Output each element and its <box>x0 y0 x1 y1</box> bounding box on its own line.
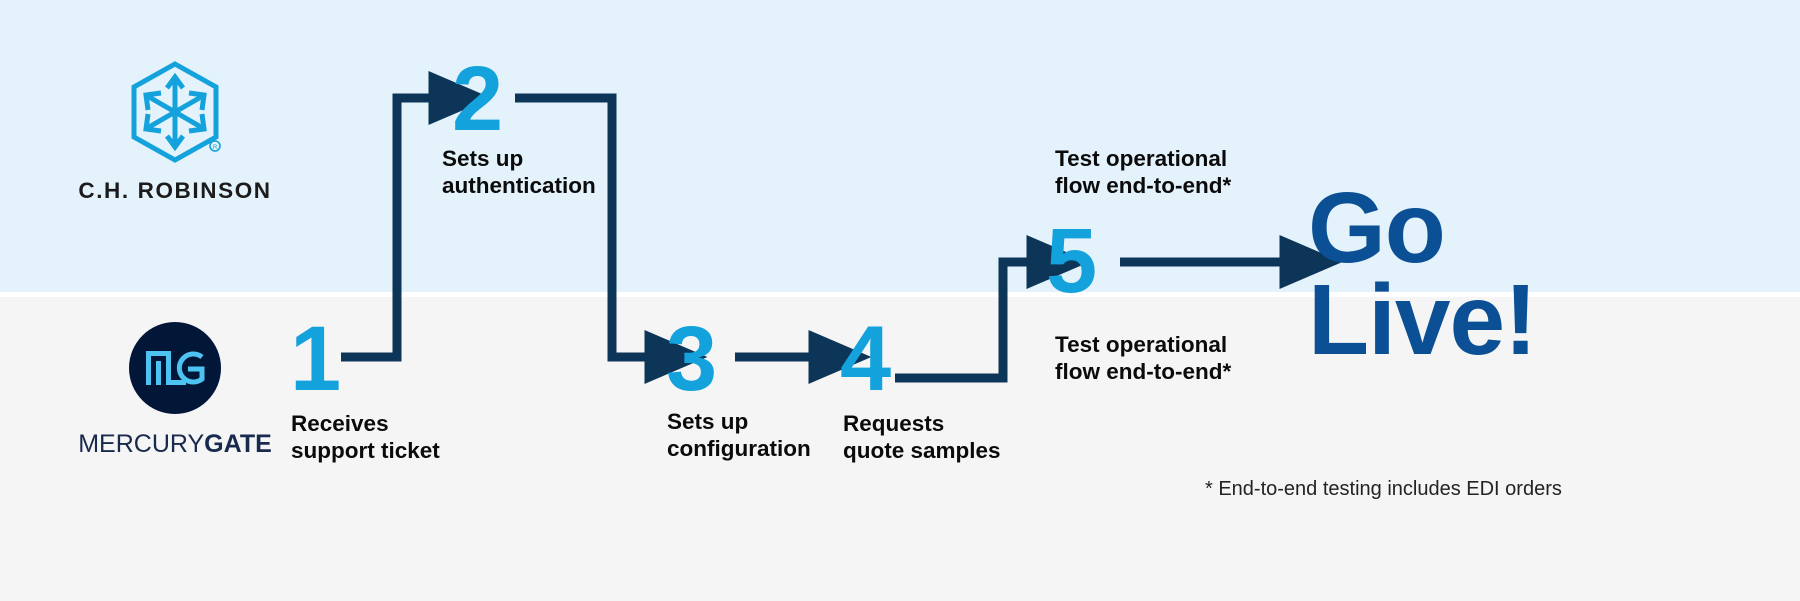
logo-chrobinson: R C.H. ROBINSON <box>60 60 290 204</box>
step-1-caption: Receives support ticket <box>291 411 440 464</box>
svg-text:R: R <box>213 145 218 151</box>
step-5-number: 5 <box>1046 210 1097 312</box>
connector-1-to-2 <box>341 71 492 362</box>
hexagon-cube-arrows-icon: R <box>131 61 221 163</box>
mg-monogram-icon <box>146 351 205 385</box>
mercurygate-wordmark-bold: GATE <box>204 430 272 458</box>
connector-4-to-5 <box>895 235 1090 383</box>
step-5-caption-bottom: Test operational flow end-to-end* <box>1055 332 1232 385</box>
step-4-caption: Requests quote samples <box>843 411 1001 464</box>
step-5-caption-top: Test operational flow end-to-end* <box>1055 146 1232 199</box>
mercurygate-badge <box>129 322 221 414</box>
mercurygate-wordmark: MERCURYGATE <box>52 430 298 459</box>
top-lane-band <box>0 0 1800 292</box>
step-2-caption: Sets up authentication <box>442 146 596 199</box>
step-4-number: 4 <box>840 308 891 410</box>
footnote-text: * End-to-end testing includes EDI orders <box>1205 478 1562 500</box>
chrobinson-wordmark: C.H. ROBINSON <box>78 178 272 203</box>
step-2-number: 2 <box>452 48 503 150</box>
step-1-number: 1 <box>290 308 341 410</box>
step-3-caption: Sets up configuration <box>667 409 811 462</box>
go-live-label: Go Live! <box>1308 172 1537 376</box>
logo-mercurygate: MERCURYGATE <box>52 322 298 459</box>
step-3-number: 3 <box>666 308 717 410</box>
connector-2-to-3 <box>515 93 708 384</box>
mercurygate-wordmark-light: MERCURY <box>78 430 205 458</box>
bottom-lane-band <box>0 297 1800 601</box>
